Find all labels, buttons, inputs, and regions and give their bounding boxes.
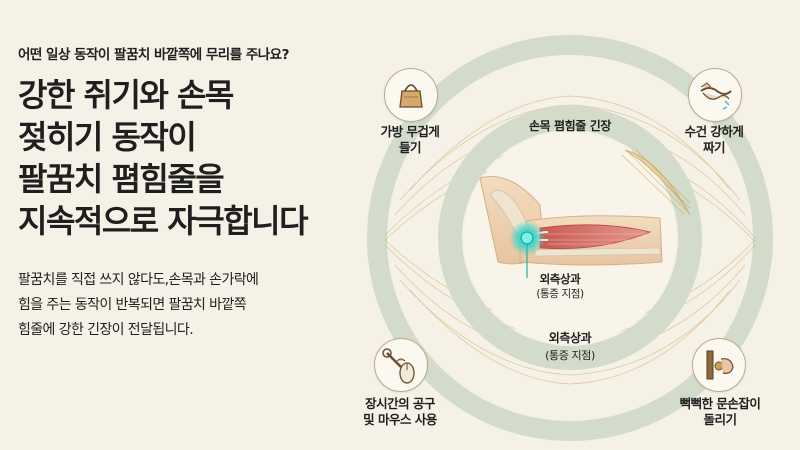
inner-ring-label-text: 손목 폄힘줄 긴장 (528, 119, 612, 133)
tool-mouse-icon (374, 338, 428, 392)
body-line: 팔꿈치를 직접 쓰지 않다도,손목과 손가락에 (18, 272, 259, 288)
epicondyle-sub: (통증 지점) (536, 288, 584, 300)
bag-icon (384, 68, 438, 122)
towel-label-line: 수건 강하게 (684, 124, 744, 139)
towel-label-line: 짜기 (702, 140, 726, 155)
tool-label: 장시간의 공구 및 마우스 사용 (342, 396, 458, 428)
pain-point-dot (520, 231, 534, 245)
door-label: 뻑뻑한 문손잡이 돌리기 (656, 396, 784, 428)
door-knob-icon (692, 338, 746, 392)
ring-bottom-label-text: 외측상과 (548, 331, 592, 345)
door-label-line: 뻑뻑한 문손잡이 (679, 396, 761, 411)
outer-ring (367, 35, 773, 441)
epicondyle-label: 외측상과 (539, 272, 581, 286)
bag-label-line: 들기 (398, 140, 422, 155)
body-line: 힘줄에 강한 긴장이 전달됩니다. (18, 322, 194, 338)
headline: 강한 쥐기와 손목 젖히기 동작이 팔꿈치 폄힘줄을 지속적으로 자극합니다 (18, 74, 309, 242)
bag-label-line: 가방 무겁게 (380, 124, 440, 139)
inner-ring-bottom-label: 외측상과 (통증 지점) (505, 330, 635, 364)
arm-illustration (479, 176, 663, 266)
question-text: 어떤 일상 동작이 팔꿈치 바깥쪽에 무리를 주나요? (18, 47, 289, 63)
towel-wringing-icon (688, 68, 742, 122)
inner-ring (438, 106, 702, 370)
muscle-fibers (621, 149, 691, 216)
door-label-line: 돌리기 (703, 412, 737, 427)
headline-line: 팔꿈치 폄힘줄을 (18, 160, 225, 198)
body-line: 힘을 주는 동작이 반복되면 팔꿈치 바깥쪽 (18, 297, 247, 313)
headline-line: 젖히기 동작이 (18, 118, 197, 156)
body-text: 팔꿈치를 직접 쓰지 않다도,손목과 손가락에 힘을 주는 동작이 반복되면 팔… (18, 268, 259, 343)
inner-ring-top-label: 손목 폄힘줄 긴장 (505, 117, 635, 134)
tool-label-line: 장시간의 공구 (365, 396, 435, 411)
bag-label: 가방 무겁게 들기 (364, 124, 456, 156)
tool-label-line: 및 마우스 사용 (363, 412, 437, 427)
ring-bottom-sub-text: (통증 지점) (545, 349, 595, 362)
towel-label: 수건 강하게 짜기 (668, 124, 760, 156)
headline-line: 강한 쥐기와 손목 (18, 76, 234, 114)
headline-line: 지속적으로 자극합니다 (18, 202, 309, 240)
epicondyle-callout: 외측상과 (통증 지점) (515, 272, 605, 302)
